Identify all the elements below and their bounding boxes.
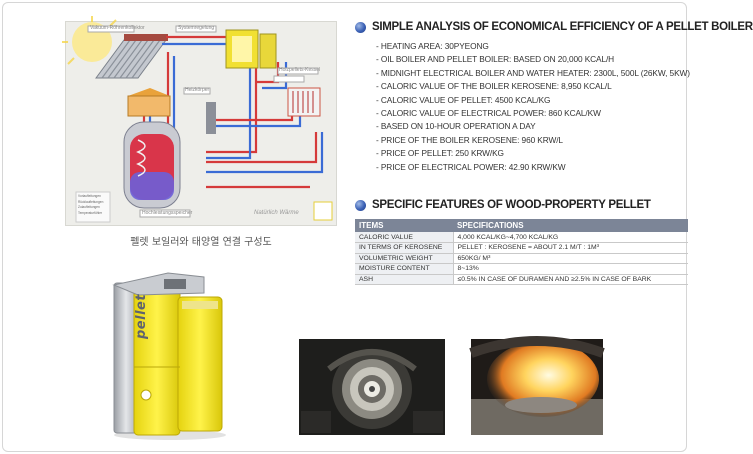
list-item: - CALORIC VALUE OF THE BOILER KEROSENE: … bbox=[376, 81, 612, 92]
pellet-silo-icon bbox=[127, 88, 171, 117]
bullet-icon bbox=[355, 21, 366, 33]
list-item: - CALORIC VALUE OF PELLET: 4500 KCAL/KG bbox=[376, 94, 551, 105]
table-cell: CALORIC VALUE bbox=[355, 232, 454, 243]
controller-icon bbox=[206, 102, 216, 134]
analysis-heading: SIMPLE ANALYSIS OF ECONOMICAL EFFICIENCY… bbox=[355, 21, 753, 33]
label-collector: Vakuum-Röhrenkollektor bbox=[90, 25, 145, 31]
boiler-brand-label: pellet bbox=[134, 293, 149, 339]
column-header: SPECIFICATIONS bbox=[453, 219, 688, 232]
list-item: - PRICE OF ELECTRICAL POWER: 42.90 KRW/K… bbox=[376, 161, 566, 172]
list-item: - MIDNIGHT ELECTRICAL BOILER AND WATER H… bbox=[376, 67, 690, 78]
pellet-boiler-photo: pellet bbox=[108, 271, 228, 441]
diagram-caption: 펠렛 보일러와 태양열 연결 구성도 bbox=[130, 237, 272, 248]
diagram-legend: Vorlaufleitungen Rücklaufleitungen Zulau… bbox=[78, 194, 103, 216]
column-header: ITEMS bbox=[355, 219, 453, 232]
burner-photo bbox=[299, 339, 445, 435]
spec-table: ITEMS SPECIFICATIONS CALORIC VALUE 4,000… bbox=[355, 219, 688, 285]
table-cell: 8~13% bbox=[453, 263, 688, 275]
table-row: ASH ≤0.5% IN CASE OF DURAMEN AND ≥2.5% I… bbox=[355, 274, 688, 285]
boiler-illustration bbox=[112, 272, 226, 440]
list-item: - PRICE OF PELLET: 250 KRW/KG bbox=[376, 148, 504, 159]
label-storage: Hochleistungsspeicher bbox=[142, 210, 193, 216]
solar-collector-icon bbox=[95, 34, 168, 79]
analysis-list: - HEATING AREA: 30PYEONG - OIL BOILER AN… bbox=[355, 40, 753, 174]
radiator-icon bbox=[287, 87, 321, 117]
table-header-row: ITEMS SPECIFICATIONS bbox=[355, 219, 688, 232]
features-title: SPECIFIC FEATURES OF WOOD-PROPERTY PELLE… bbox=[372, 199, 651, 211]
table-cell: IN TERMS OF KEROSENE bbox=[355, 242, 454, 254]
legend-item: Temperaturfühler bbox=[78, 210, 103, 215]
list-item: - BASED ON 10-HOUR OPERATION A DAY bbox=[376, 121, 536, 132]
analysis-title: SIMPLE ANALYSIS OF ECONOMICAL EFFICIENCY… bbox=[372, 21, 753, 33]
table-cell: 650KG/ M³ bbox=[453, 253, 688, 264]
table-row: MOISTURE CONTENT 8~13% bbox=[355, 263, 688, 275]
analysis-section: SIMPLE ANALYSIS OF ECONOMICAL EFFICIENCY… bbox=[355, 21, 753, 174]
label-brand: Natürlich Wärme bbox=[254, 210, 299, 216]
table-cell: ≤0.5% IN CASE OF DURAMEN AND ≥2.5% IN CA… bbox=[453, 274, 688, 285]
table-cell: MOISTURE CONTENT bbox=[355, 263, 454, 275]
flame-photo bbox=[469, 336, 605, 435]
sun-icon bbox=[62, 16, 117, 65]
legend-item: Rücklaufleitungen bbox=[78, 199, 104, 204]
label-radiator: Heizkörper bbox=[185, 87, 210, 93]
flame-illustration bbox=[469, 336, 605, 435]
table-cell: PELLET : KEROSENE = ABOUT 2.1 M/T : 1M³ bbox=[453, 242, 688, 254]
legend-item: Zulaufleitungen bbox=[78, 205, 100, 209]
table-cell: VOLUMETRIC WEIGHT bbox=[355, 253, 454, 264]
burner-illustration bbox=[299, 339, 445, 435]
table-row: VOLUMETRIC WEIGHT 650KG/ M³ bbox=[355, 253, 688, 264]
list-item: - HEATING AREA: 30PYEONG bbox=[376, 41, 489, 51]
storage-tank-icon bbox=[123, 121, 181, 209]
label-pellet-boiler: Holzpellets-Kessel bbox=[279, 67, 321, 73]
pellet-boiler-icon bbox=[225, 29, 277, 69]
table-row: CALORIC VALUE 4,000 KCAL/KG~4,700 KCAL/K… bbox=[355, 232, 688, 243]
brand-logo bbox=[313, 201, 333, 221]
label-system: Systemregelung bbox=[178, 25, 215, 31]
features-section: SPECIFIC FEATURES OF WOOD-PROPERTY PELLE… bbox=[355, 199, 651, 211]
bullet-icon bbox=[355, 199, 366, 211]
sun-logo-icon bbox=[140, 389, 152, 401]
table-cell: ASH bbox=[355, 274, 454, 285]
table-row: IN TERMS OF KEROSENE PELLET : KEROSENE =… bbox=[355, 242, 688, 254]
legend-item: Vorlaufleitungen bbox=[78, 194, 101, 198]
list-item: - PRICE OF THE BOILER KEROSENE: 960 KRW/… bbox=[376, 134, 563, 145]
table-cell: 4,000 KCAL/KG~4,700 KCAL/KG bbox=[453, 232, 688, 243]
system-diagram: Vakuum-Röhrenkollektor Systemregelung Ho… bbox=[62, 16, 337, 226]
list-item: - OIL BOILER AND PELLET BOILER: BASED ON… bbox=[376, 54, 615, 65]
features-heading: SPECIFIC FEATURES OF WOOD-PROPERTY PELLE… bbox=[355, 199, 651, 211]
diagram-illustration bbox=[62, 16, 333, 223]
list-item: - CALORIC VALUE OF ELECTRICAL POWER: 860… bbox=[376, 108, 601, 119]
